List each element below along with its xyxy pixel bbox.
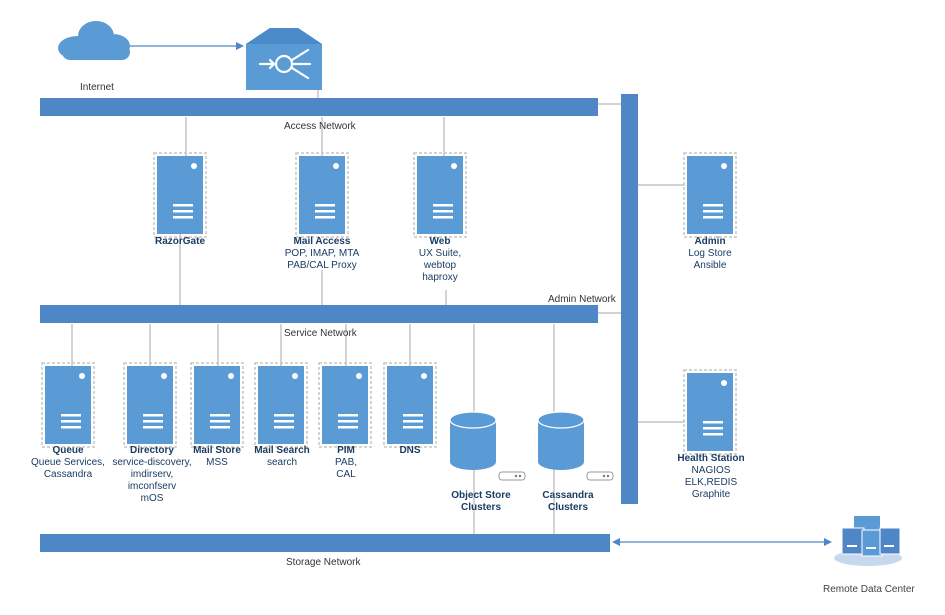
object-store-name: Object Store Clusters xyxy=(451,490,511,513)
mail-search-label: Mail Search search xyxy=(250,445,314,469)
health-station-label: Health Station NAGIOS ELK,REDIS Graphite xyxy=(656,453,766,501)
admin-network-bar xyxy=(621,94,638,504)
mail-store-name: Mail Store xyxy=(193,445,241,456)
internet-arrow xyxy=(130,42,244,50)
queue-server-icon xyxy=(41,362,95,448)
web-detail: UX Suite, xyxy=(418,248,462,259)
admin-detail: Ansible xyxy=(693,260,727,271)
razorgate-label: RazorGate xyxy=(130,236,230,248)
directory-detail: imconfserv xyxy=(127,481,177,492)
queue-detail: Cassandra xyxy=(43,469,93,480)
health-station-server-icon xyxy=(683,369,737,455)
access-network-label: Access Network xyxy=(284,121,356,132)
internet-label: Internet xyxy=(80,82,114,93)
cassandra-cylinder-icon xyxy=(537,411,585,471)
web-server-icon xyxy=(413,152,467,238)
pim-detail: CAL xyxy=(336,469,356,480)
mail-access-name: Mail Access xyxy=(293,236,351,247)
remote-link-arrow xyxy=(612,538,832,546)
health-station-detail: ELK,REDIS xyxy=(684,477,738,488)
storage-network-label: Storage Network xyxy=(286,557,361,568)
mail-access-detail: PAB/CAL Proxy xyxy=(287,260,357,271)
queue-label: Queue Queue Services, Cassandra xyxy=(20,445,116,481)
directory-detail: service-discovery, xyxy=(112,457,192,468)
cloud-icon xyxy=(58,21,130,60)
mail-search-server-icon xyxy=(254,362,308,448)
mail-access-label: Mail Access POP, IMAP, MTA PAB/CAL Proxy xyxy=(262,236,382,272)
object-store-disk-icon xyxy=(498,471,526,481)
admin-server-icon xyxy=(683,152,737,238)
web-detail: webtop xyxy=(423,260,457,271)
directory-label: Directory service-discovery, imdirserv, … xyxy=(104,445,200,505)
admin-label: Admin Log Store Ansible xyxy=(660,236,760,272)
mail-access-server-icon xyxy=(295,152,349,238)
mail-access-detail: POP, IMAP, MTA xyxy=(284,248,360,259)
admin-name: Admin xyxy=(694,236,726,247)
object-store-label: Object Store Clusters xyxy=(446,490,516,514)
web-name: Web xyxy=(429,236,451,247)
mail-search-detail: search xyxy=(266,457,297,468)
mail-search-name: Mail Search xyxy=(254,445,310,456)
pim-label: PIM PAB, CAL xyxy=(318,445,374,481)
queue-name: Queue xyxy=(52,445,84,456)
pim-server-icon xyxy=(318,362,372,448)
directory-detail: mOS xyxy=(140,493,164,504)
health-station-name: Health Station xyxy=(677,453,745,464)
web-label: Web UX Suite, webtop haproxy xyxy=(390,236,490,284)
razorgate-server-icon xyxy=(153,152,207,238)
object-store-cylinder-icon xyxy=(449,411,497,471)
storage-network-bar xyxy=(40,534,610,552)
router-icon xyxy=(246,28,322,90)
cassandra-label: Cassandra Clusters xyxy=(538,490,598,514)
service-network-bar xyxy=(40,305,598,323)
dns-server-icon xyxy=(383,362,437,448)
service-network-label: Service Network xyxy=(284,328,357,339)
cassandra-name: Cassandra Clusters xyxy=(542,490,594,513)
access-network-bar xyxy=(40,98,598,116)
directory-name: Directory xyxy=(130,445,174,456)
pim-detail: PAB, xyxy=(334,457,358,468)
cassandra-disk-icon xyxy=(586,471,614,481)
remote-datacenter-label: Remote Data Center xyxy=(823,584,915,595)
dns-name: DNS xyxy=(399,445,421,456)
pim-name: PIM xyxy=(337,445,355,456)
directory-detail: imdirserv, xyxy=(130,469,174,480)
razorgate-name: RazorGate xyxy=(154,236,205,247)
queue-detail: Queue Services, xyxy=(31,457,105,468)
mail-store-server-icon xyxy=(190,362,244,448)
health-station-detail: NAGIOS xyxy=(691,465,731,476)
web-detail: haproxy xyxy=(422,272,458,283)
mail-store-label: Mail Store MSS xyxy=(187,445,247,469)
admin-detail: Log Store xyxy=(688,248,732,259)
remote-datacenter-icon xyxy=(834,516,902,566)
mail-store-detail: MSS xyxy=(206,457,228,468)
admin-network-label: Admin Network xyxy=(548,294,616,305)
dns-label: DNS xyxy=(385,445,435,457)
directory-server-icon xyxy=(123,362,177,448)
health-station-detail: Graphite xyxy=(691,489,731,500)
